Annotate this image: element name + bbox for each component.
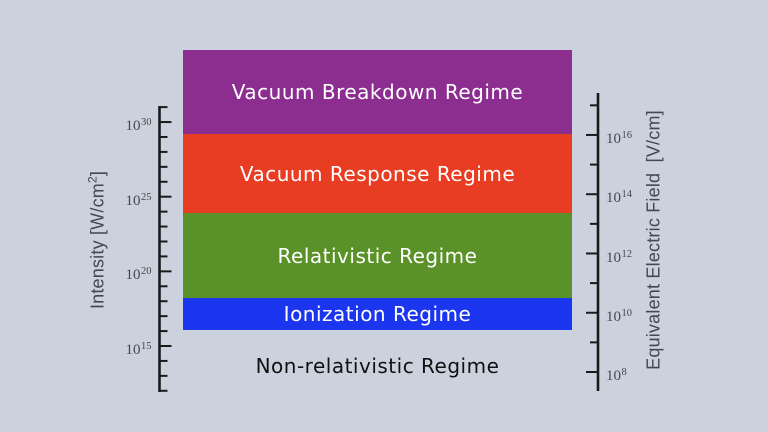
left-axis-title: Intensity [W/cm2] xyxy=(85,170,108,310)
right-axis-tick-label: 1014 xyxy=(606,189,632,207)
regime-band-label: Ionization Regime xyxy=(283,301,472,326)
regime-band-label: Vacuum Response Regime xyxy=(239,161,516,186)
regime-band-1: Vacuum Response Regime xyxy=(183,134,572,214)
right-axis-tick-label: 1016 xyxy=(606,130,632,147)
regime-band-0: Vacuum Breakdown Regime xyxy=(183,50,572,134)
left-axis-tick-label: 1015 xyxy=(125,341,152,358)
right-axis-tick-label: 1010 xyxy=(606,307,632,325)
left-axis-tick-label: 1030 xyxy=(125,117,152,135)
regime-label-unshaded: Non-relativistic Regime xyxy=(255,354,500,379)
right-axis-title: Equivalent Electric Field [V/cm] xyxy=(643,110,664,370)
regime-band-2: Relativistic Regime xyxy=(183,213,572,299)
left-axis-tick-label: 1025 xyxy=(125,191,152,209)
right-axis-tick-label: 108 xyxy=(606,367,627,384)
right-axis-tick-label: 1012 xyxy=(606,248,632,266)
regime-band-label: Relativistic Regime xyxy=(277,243,478,268)
left-axis-tick-label: 1020 xyxy=(125,266,152,284)
regime-band-3: Ionization Regime xyxy=(183,298,572,330)
regime-band-label: Vacuum Breakdown Regime xyxy=(231,80,524,105)
